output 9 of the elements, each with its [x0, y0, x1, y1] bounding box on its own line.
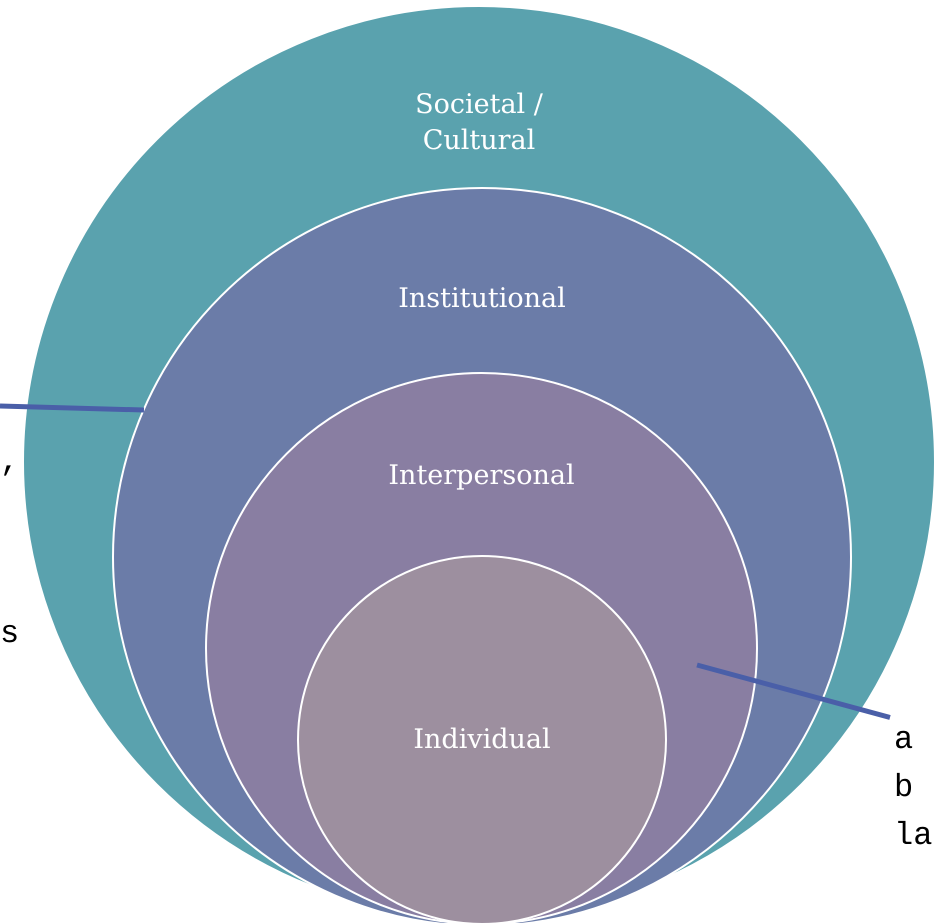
cropped-text: ,	[0, 442, 20, 482]
layer-label: Interpersonal	[387, 459, 576, 493]
cropped-text: s	[0, 614, 20, 654]
layer-label: Individual	[412, 723, 552, 757]
layer-label: Institutional	[397, 282, 567, 316]
leader-line	[696, 662, 891, 720]
layer-label: Societal / Cultural	[414, 88, 544, 158]
callout-text: a b la	[894, 716, 934, 860]
leader-line	[0, 404, 144, 413]
